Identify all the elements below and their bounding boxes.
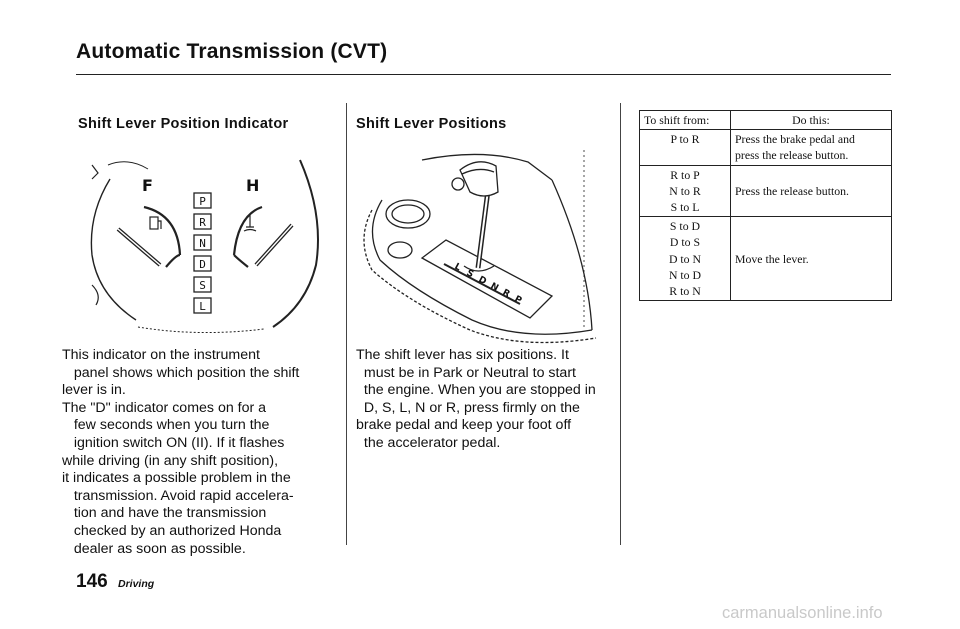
lever-body-line: D, S, L, N or R, press firmly on the [356, 399, 580, 416]
watermark: carmanualsonline.info [722, 604, 883, 622]
gate-letter-d: D [477, 275, 488, 287]
lever-body-line: brake pedal and keep your foot off [356, 417, 572, 434]
indicator-body-line: while driving (in any shift position), [62, 452, 279, 469]
indicator-heading: Shift Lever Position Indicator [78, 116, 289, 132]
svg-text:L: L [199, 300, 206, 313]
header-from: To shift from: [639, 109, 731, 131]
indicator-body-line: panel shows which position the shift [62, 364, 300, 381]
gauge-letter-f: F [142, 176, 153, 195]
gate-letter-s: S [465, 268, 475, 280]
header-do: Do this: [730, 109, 892, 131]
indicator-body-line: This indicator on the instrument [62, 347, 260, 363]
position-box-p: P [193, 192, 212, 209]
gate-letter-n: N [489, 281, 500, 293]
lever-body-text: The shift lever has six positions. It mu… [356, 347, 596, 453]
indicator-body-line: dealer as soon as possible. [62, 540, 246, 557]
position-box-n: N [193, 234, 212, 251]
indicator-body-line: ignition switch ON (II). If it flashes [62, 434, 285, 451]
gate-letter-p: P [513, 294, 524, 306]
indicator-body-text: This indicator on the instrument panel s… [62, 347, 299, 558]
svg-text:D: D [199, 258, 206, 271]
section-name: Driving [118, 578, 155, 590]
lever-body-line: must be in Park or Neutral to start [356, 364, 576, 381]
position-box-s: S [193, 276, 212, 293]
position-box-d: D [193, 255, 212, 272]
position-box-l: L [193, 297, 212, 314]
indicator-body-line: tion and have the transmission [62, 505, 267, 522]
gate-letter-l: L [453, 262, 463, 274]
page-title: Automatic Transmission (CVT) [76, 40, 388, 63]
svg-text:P: P [199, 195, 206, 208]
shift-from-cell: P to R [639, 129, 731, 166]
shift-do-cell: Press the release button. [730, 164, 892, 218]
svg-text:S: S [199, 279, 206, 292]
column-divider [346, 103, 347, 545]
title-rule [76, 74, 891, 75]
svg-text:R: R [199, 216, 206, 229]
indicator-body-line: few seconds when you turn the [62, 417, 270, 434]
position-box-r: R [193, 213, 212, 230]
indicator-body-line: transmission. Avoid rapid accelera- [62, 487, 294, 504]
page-number: 146 [76, 571, 108, 592]
gate-letter-r: R [501, 288, 512, 300]
shift-table-header: To shift from:Do this: [639, 109, 892, 131]
gauge-letter-h: H [246, 176, 259, 195]
lever-body-line: the engine. When you are stopped in [356, 382, 596, 399]
indicator-body-line: it indicates a possible problem in the [62, 470, 291, 487]
column-divider-2 [620, 103, 621, 545]
lever-body-line: The shift lever has six positions. It [356, 347, 569, 363]
lever-heading: Shift Lever Positions [356, 116, 507, 132]
svg-text:N: N [199, 237, 206, 250]
lever-body-line: the accelerator pedal. [356, 434, 501, 451]
shift-do-cell: Move the lever. [730, 216, 892, 302]
indicator-body-line: The "D" indicator comes on for a [62, 399, 267, 416]
indicator-body-line: checked by an authorized Honda [62, 522, 282, 539]
indicator-body-line: lever is in. [62, 382, 126, 399]
